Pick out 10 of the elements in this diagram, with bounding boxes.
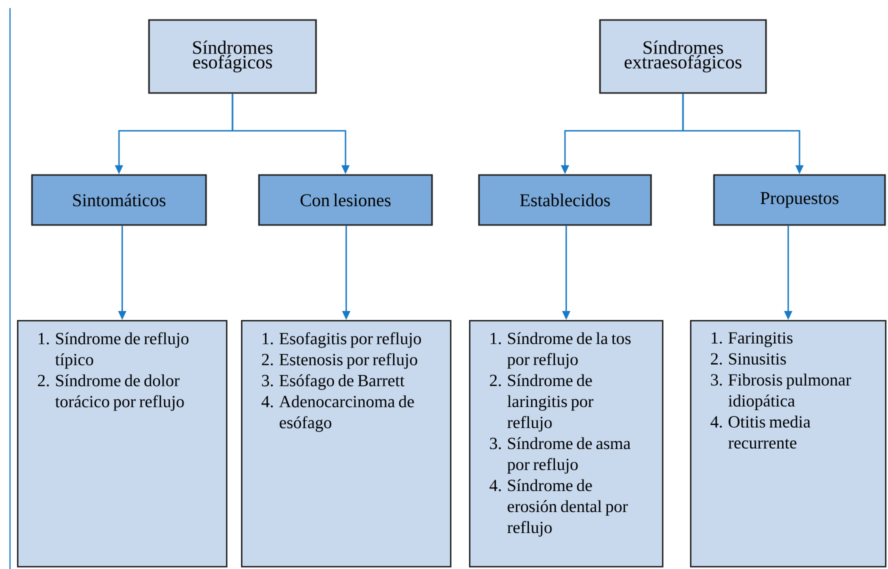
list-box: 1. Síndrome de la tos por reflujo 2. Síndrome de laringitis por reflujo 3. Síndrome de asma por reflujo 4. Síndrome de erosión dental por reflujo: [469, 320, 664, 568]
subcategory-box: Con lesiones: [258, 174, 433, 226]
category-box: Síndromes esofágicos: [148, 19, 317, 94]
list-box: 1. Síndrome de reflujo típico 2. Síndrome de dolor torácico por reflujo: [17, 320, 228, 568]
subcategory-box: Establecidos: [478, 174, 652, 226]
subcategory-box: Sintomáticos: [31, 174, 207, 226]
list-box: 1. Faringitis 2. Sinusitis 3. Fibrosis pulmonar idiopática 4. Otitis media recurrente: [690, 320, 886, 568]
category-box: Síndromes extraesofágicos: [599, 19, 767, 94]
list-box: 1. Esofagitis por reflujo 2. Estenosis por reflujo 3. Esófago de Barrett 4. Adenocarcinoma de esófago: [241, 320, 452, 568]
subcategory-box: Propuestos: [713, 174, 886, 226]
